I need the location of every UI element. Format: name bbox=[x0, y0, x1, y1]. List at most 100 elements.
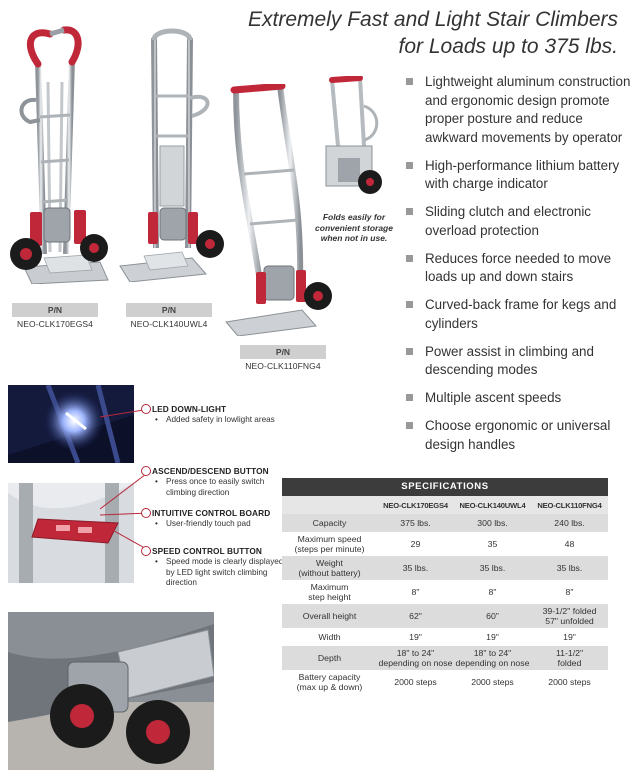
spec-row: Maximum speed(steps per minute) 29 35 48 bbox=[282, 532, 608, 556]
spec-text-line: folded bbox=[557, 658, 582, 668]
specifications-table: SPECIFICATIONS NEO-CLK170EGS4 NEO-CLK140… bbox=[282, 478, 608, 694]
feature-item: Choose ergonomic or universal design han… bbox=[406, 417, 636, 454]
spec-value: 35 lbs. bbox=[454, 556, 531, 580]
callout-intuitive-control-board: INTUITIVE CONTROL BOARD User-friendly to… bbox=[152, 508, 287, 530]
spec-value: 375 lbs. bbox=[377, 514, 454, 532]
spec-text-line: Maximum speed bbox=[297, 534, 362, 544]
pn-heading: P/N bbox=[240, 345, 326, 359]
feature-item: Reduces force needed to move loads up an… bbox=[406, 250, 636, 287]
callout-speed-control-button: SPEED CONTROL BUTTON Speed mode is clear… bbox=[152, 546, 287, 589]
headline-line-1: Extremely Fast and Light Stair Climbers bbox=[248, 8, 618, 31]
spec-value: 8" bbox=[454, 580, 531, 604]
hand-truck-image-2 bbox=[119, 28, 224, 282]
feature-list: Lightweight aluminum construction and er… bbox=[406, 73, 636, 464]
feature-item: Power assist in climbing and descending … bbox=[406, 343, 636, 380]
spec-row-label: Width bbox=[282, 628, 377, 646]
pn-heading: P/N bbox=[12, 303, 98, 317]
spec-text-line: 2000 steps bbox=[394, 677, 437, 687]
callout-ascend-descend-button: ASCEND/DESCEND BUTTON Press once to easi… bbox=[152, 466, 287, 498]
spec-row-label: Maximum speed(steps per minute) bbox=[282, 532, 377, 556]
spec-row-label: Capacity bbox=[282, 514, 377, 532]
callout-led-down-light: LED DOWN-LIGHT Added safety in lowlight … bbox=[152, 404, 287, 426]
feature-item: Multiple ascent speeds bbox=[406, 389, 636, 408]
spec-text-line: 35 lbs. bbox=[479, 563, 506, 573]
specifications-title: SPECIFICATIONS bbox=[282, 478, 608, 496]
spec-value: 35 bbox=[454, 532, 531, 556]
spec-value: 2000 steps bbox=[377, 670, 454, 694]
spec-value: 19" bbox=[454, 628, 531, 646]
callout-body: Added safety in lowlight areas bbox=[152, 415, 287, 426]
callout-marker-icon bbox=[141, 508, 151, 518]
headline-line-2: for Loads up to 375 lbs. bbox=[398, 35, 619, 58]
callout-marker-icon bbox=[141, 404, 151, 414]
spec-col-header: NEO-CLK110FNG4 bbox=[531, 496, 608, 514]
spec-text-line: 8" bbox=[411, 587, 420, 597]
spec-row-label: Depth bbox=[282, 646, 377, 670]
callout-title: ASCEND/DESCEND BUTTON bbox=[152, 466, 269, 476]
spec-text-line: Width bbox=[318, 632, 341, 642]
square-bullet-icon bbox=[406, 422, 413, 429]
spec-text-line: depending on nose bbox=[378, 658, 453, 668]
spec-text-line: 300 lbs. bbox=[477, 518, 508, 528]
callout-marker-icon bbox=[141, 546, 151, 556]
hand-truck-image-3 bbox=[225, 84, 332, 336]
spec-text-line: 11-1/2" bbox=[555, 648, 584, 658]
control-board-photo bbox=[8, 483, 134, 583]
wheel-closeup-photo bbox=[8, 612, 214, 770]
spec-text-line: 375 lbs. bbox=[400, 518, 431, 528]
feature-item: High-performance lithium battery with ch… bbox=[406, 157, 636, 194]
spec-value: 35 lbs. bbox=[377, 556, 454, 580]
spec-value: 11-1/2"folded bbox=[531, 646, 608, 670]
square-bullet-icon bbox=[406, 394, 413, 401]
callout-body: User-friendly touch pad bbox=[152, 519, 287, 530]
spec-text-line: Battery capacity bbox=[298, 672, 361, 682]
spec-text-line: 62" bbox=[409, 611, 422, 621]
spec-value: 240 lbs. bbox=[531, 514, 608, 532]
spec-row-label: Weight(without battery) bbox=[282, 556, 377, 580]
spec-value: 18" to 24"depending on nose bbox=[454, 646, 531, 670]
callout-body: Speed mode is clearly displayed by LED l… bbox=[152, 557, 287, 589]
spec-text-line: 35 bbox=[487, 539, 498, 549]
spec-col-header bbox=[282, 496, 377, 514]
spec-text-line: 29 bbox=[410, 539, 421, 549]
spec-text-line: 57" unfolded bbox=[545, 616, 594, 626]
spec-text-line: 18" to 24" bbox=[473, 648, 512, 658]
square-bullet-icon bbox=[406, 301, 413, 308]
spec-value: 29 bbox=[377, 532, 454, 556]
spec-row: Weight(without battery)35 lbs.35 lbs.35 … bbox=[282, 556, 608, 580]
spec-text-line: (without battery) bbox=[298, 568, 361, 578]
spec-value: 60" bbox=[454, 604, 531, 628]
spec-value: 2000 steps bbox=[454, 670, 531, 694]
spec-text-line: 19" bbox=[486, 632, 499, 642]
spec-text-line: 2000 steps bbox=[471, 677, 514, 687]
spec-text-line: 39-1/2" folded bbox=[542, 606, 597, 616]
spec-value: 18" to 24"depending on nose bbox=[377, 646, 454, 670]
spec-row-label: Overall height bbox=[282, 604, 377, 628]
part-number-label-2: P/N NEO-CLK140UWL4 bbox=[126, 303, 212, 331]
spec-col-header: NEO-CLK140UWL4 bbox=[454, 496, 531, 514]
spec-text-line: (steps per minute) bbox=[294, 544, 365, 554]
spec-text-line: depending on nose bbox=[455, 658, 530, 668]
spec-text-line: 19" bbox=[563, 632, 576, 642]
spec-value: 48 bbox=[531, 532, 608, 556]
hand-truck-image-1 bbox=[10, 26, 109, 284]
spec-text-line: Weight bbox=[316, 558, 343, 568]
square-bullet-icon bbox=[406, 161, 413, 169]
square-bullet-icon bbox=[406, 78, 413, 85]
pn-value: NEO-CLK140UWL4 bbox=[130, 319, 208, 329]
spec-text-line: 8" bbox=[565, 587, 574, 597]
spec-value: 8" bbox=[531, 580, 608, 604]
fold-note: Folds easily for convenient storage when… bbox=[315, 212, 393, 243]
callout-title: INTUITIVE CONTROL BOARD bbox=[152, 508, 271, 518]
spec-row-label: Battery capacity(max up & down) bbox=[282, 670, 377, 694]
square-bullet-icon bbox=[406, 347, 413, 355]
spec-value: 19" bbox=[377, 628, 454, 646]
feature-item: Curved-back frame for kegs and cylinders bbox=[406, 296, 636, 333]
spec-text-line: step height bbox=[308, 592, 351, 602]
square-bullet-icon bbox=[406, 254, 413, 262]
